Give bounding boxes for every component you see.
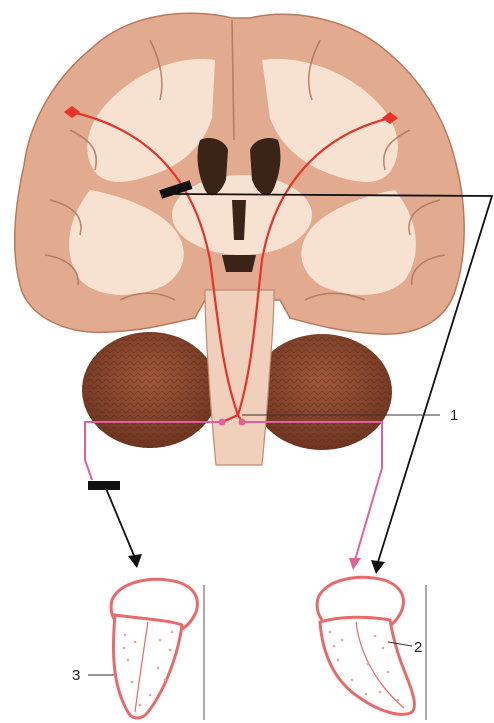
- left-hypoglossal-nucleus: [219, 419, 226, 426]
- label-1: 1: [450, 407, 458, 424]
- tongue-right-body: [320, 617, 414, 714]
- brain-section: [15, 13, 465, 465]
- tongue-left: [111, 579, 204, 720]
- label-3: 3: [72, 667, 80, 684]
- right-black-arrowhead-icon: [371, 560, 385, 574]
- brainstem: [205, 290, 274, 465]
- right-lower-arrowhead-icon: [349, 558, 361, 570]
- tongue-left-body: [113, 615, 182, 718]
- tongue-right: [317, 577, 426, 720]
- label-2: 2: [414, 639, 422, 656]
- right-hypoglossal-nucleus: [239, 419, 246, 426]
- lower-lesion-leader: [105, 486, 135, 558]
- left-black-arrowhead-icon: [128, 554, 142, 568]
- lower-lesion-bar-icon: [88, 481, 120, 490]
